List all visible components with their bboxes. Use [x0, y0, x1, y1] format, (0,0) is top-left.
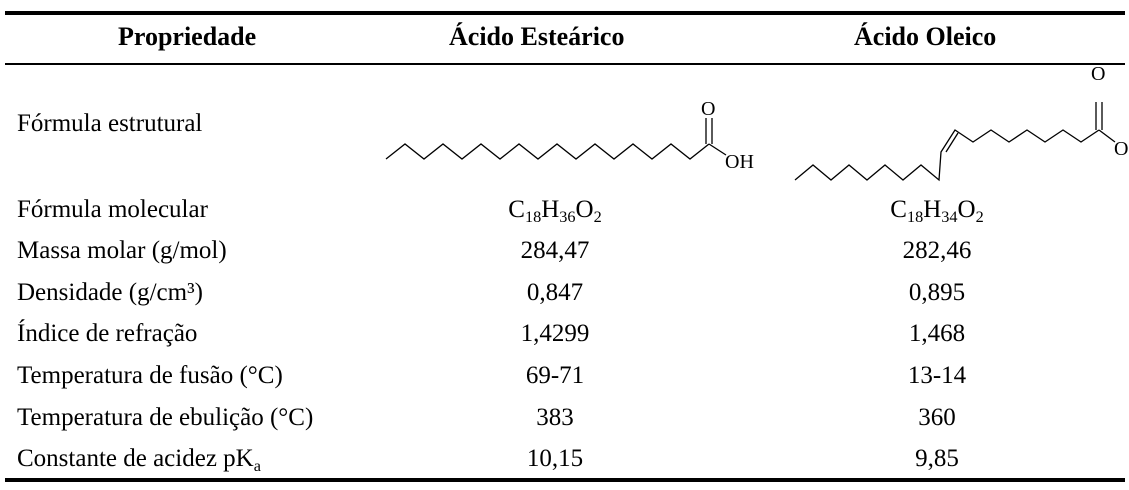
header-property: Propriedade: [118, 22, 257, 51]
oleic-acid-structure: O OH: [785, 62, 1129, 192]
oleic-oh-label: OH: [1114, 138, 1129, 160]
label-boiling-point: Temperatura de ebulição (°C): [17, 404, 314, 431]
label-refraction-index: Índice de refração: [17, 320, 198, 347]
header-oleic-acid: Ácido Oleico: [854, 22, 997, 51]
oleic-density: 0,895: [908, 279, 966, 306]
stearic-o-label: O: [701, 98, 715, 120]
label-structural-formula: Fórmula estrutural: [17, 110, 203, 137]
stearic-molar-mass: 284,47: [520, 237, 590, 264]
label-molar-mass: Massa molar (g/mol): [17, 237, 227, 264]
stearic-oh-label: OH: [725, 151, 754, 173]
table-bottom-rule: [5, 478, 1125, 482]
oleic-boiling-point: 360: [918, 404, 956, 431]
label-density: Densidade (g/cm³): [17, 279, 203, 306]
oleic-refraction-index: 1,468: [908, 320, 966, 347]
table-top-rule: [5, 11, 1125, 15]
oleic-melting-point: 13-14: [907, 362, 967, 389]
stearic-acid-structure: O OH: [380, 82, 780, 192]
header-stearic-acid: Ácido Esteárico: [449, 22, 625, 51]
stearic-refraction-index: 1,4299: [520, 320, 590, 347]
stearic-boiling-point: 383: [536, 404, 574, 431]
label-acidity-constant: Constante de acidez pKa: [17, 445, 261, 475]
oleic-pka: 9,85: [915, 445, 959, 472]
stearic-density: 0,847: [526, 279, 584, 306]
oleic-molecular-formula: C18H34O2: [890, 196, 984, 226]
stearic-pka: 10,15: [526, 445, 584, 472]
oleic-o-label: O: [1091, 63, 1105, 85]
label-molecular-formula: Fórmula molecular: [17, 196, 208, 223]
table-header-rule: [5, 63, 1125, 65]
label-melting-point: Temperatura de fusão (°C): [17, 362, 283, 389]
stearic-molecular-formula: C18H36O2: [508, 196, 602, 226]
stearic-melting-point: 69-71: [525, 362, 585, 389]
oleic-molar-mass: 282,46: [902, 237, 972, 264]
